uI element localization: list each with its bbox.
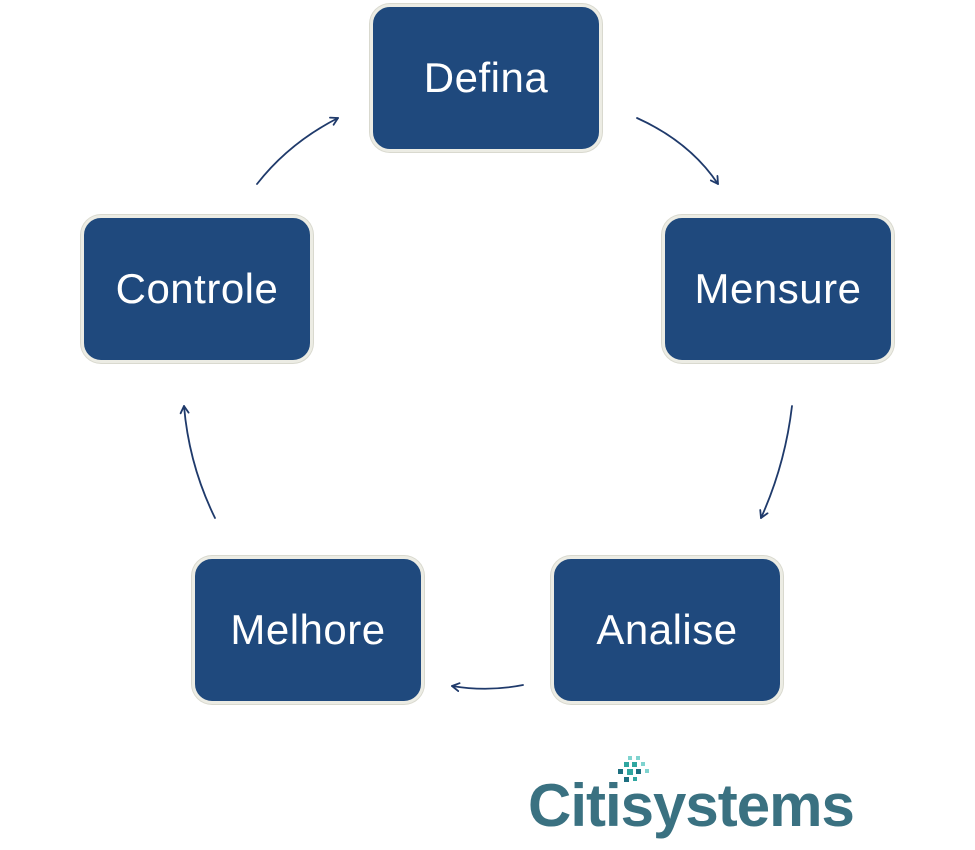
arrow-analise-to-melhore: [451, 682, 524, 692]
citisystems-logo: Citisystems: [528, 752, 873, 842]
arrow-melhore-to-controle: [179, 405, 216, 519]
step-mensure: Mensure: [662, 215, 894, 363]
step-controle: Controle: [81, 215, 313, 363]
step-melhore: Melhore: [192, 556, 424, 704]
arrow-defina-to-mensure: [636, 117, 719, 185]
step-controle-label: Controle: [115, 265, 279, 312]
logo-text: Citisystems: [528, 772, 855, 839]
arrow-mensure-to-analise: [759, 405, 793, 519]
logo-pixel-dots-icon: [618, 756, 649, 782]
step-analise: Analise: [551, 556, 783, 704]
step-melhore-label: Melhore: [230, 606, 386, 653]
step-mensure-label: Mensure: [694, 265, 862, 312]
step-defina: Defina: [370, 4, 602, 152]
step-analise-label: Analise: [596, 606, 738, 653]
arrow-controle-to-defina: [256, 116, 339, 185]
step-defina-label: Defina: [423, 54, 549, 101]
